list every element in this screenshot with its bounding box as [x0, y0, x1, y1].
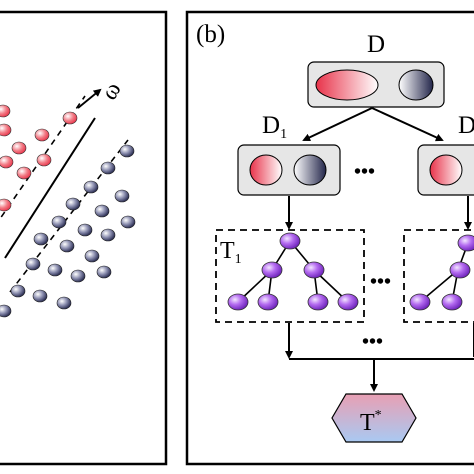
- red-point: [36, 153, 52, 167]
- blue-point: [96, 265, 112, 279]
- tree-node: [227, 293, 249, 311]
- blue-point: [100, 228, 116, 242]
- tree-first-box: [215, 229, 365, 323]
- blue-point: [10, 284, 26, 298]
- red-point: [34, 128, 50, 142]
- tree-node: [307, 293, 329, 311]
- subset-last-red: [429, 154, 463, 186]
- tree-node: [457, 234, 474, 252]
- tree-node: [257, 293, 279, 311]
- blue-point: [32, 289, 48, 303]
- blue-point: [25, 257, 41, 271]
- tree-last-box: [403, 229, 474, 323]
- red-points: [0, 104, 78, 212]
- split-arrow-left: [302, 107, 373, 142]
- red-point: [11, 141, 27, 155]
- blue-point: [56, 296, 72, 310]
- tree-first-label: T1: [220, 238, 242, 267]
- blue-point: [114, 189, 130, 203]
- blue-point: [94, 204, 110, 218]
- subset-first-blue: [293, 154, 327, 186]
- subset-first-label: D1: [262, 112, 287, 142]
- tree-last-nodes: [409, 234, 474, 311]
- panel-a-frame: [0, 10, 168, 466]
- tree-first-nodes: [227, 232, 359, 311]
- blue-points: [0, 144, 136, 318]
- split-arrow-right: [371, 107, 444, 142]
- dataset-label: D: [367, 31, 385, 58]
- blue-point: [77, 223, 93, 237]
- omega-symbol: ω: [96, 78, 126, 105]
- omega-arrow: [77, 88, 102, 109]
- subset-last-label: D: [458, 112, 474, 139]
- blue-point: [120, 215, 136, 229]
- result-hexagon: [331, 393, 417, 443]
- panel-b-label: (b): [196, 21, 225, 48]
- ellipsis-subsets: •••: [354, 161, 375, 183]
- blue-point: [0, 304, 12, 318]
- panel-b: (b) D D1 D ••• T1: [185, 10, 474, 466]
- ellipsis-trees: •••: [370, 271, 391, 293]
- tree-node: [303, 261, 325, 279]
- ellipsis-aggregate: •••: [362, 331, 383, 353]
- panel-b-frame: [185, 10, 474, 466]
- tree-node: [279, 232, 301, 250]
- red-class-ellipse: [315, 69, 379, 101]
- tree-node: [449, 261, 471, 279]
- red-point: [0, 104, 11, 118]
- blue-point: [65, 197, 81, 211]
- red-point: [16, 166, 32, 180]
- subset-first-red: [249, 154, 283, 186]
- blue-point: [33, 232, 49, 246]
- blue-class-ellipse: [398, 69, 434, 101]
- blue-point: [70, 269, 86, 283]
- tree-first: [237, 240, 349, 303]
- tree-node: [441, 293, 463, 311]
- panel-a: ω: [0, 10, 168, 466]
- red-point: [0, 123, 12, 137]
- tree-node: [409, 293, 431, 311]
- blue-point: [100, 161, 116, 175]
- red-point: [62, 111, 78, 125]
- result-label: T*: [360, 408, 382, 436]
- red-point: [0, 155, 14, 169]
- blue-point: [51, 215, 67, 229]
- blue-point: [59, 239, 75, 253]
- tree-node: [261, 261, 283, 279]
- blue-point: [84, 249, 100, 263]
- tree-node: [337, 293, 359, 311]
- blue-point: [47, 263, 63, 277]
- blue-point: [83, 180, 99, 194]
- hyperplane-line: [4, 117, 96, 259]
- blue-point: [119, 144, 135, 158]
- red-point: [0, 198, 12, 212]
